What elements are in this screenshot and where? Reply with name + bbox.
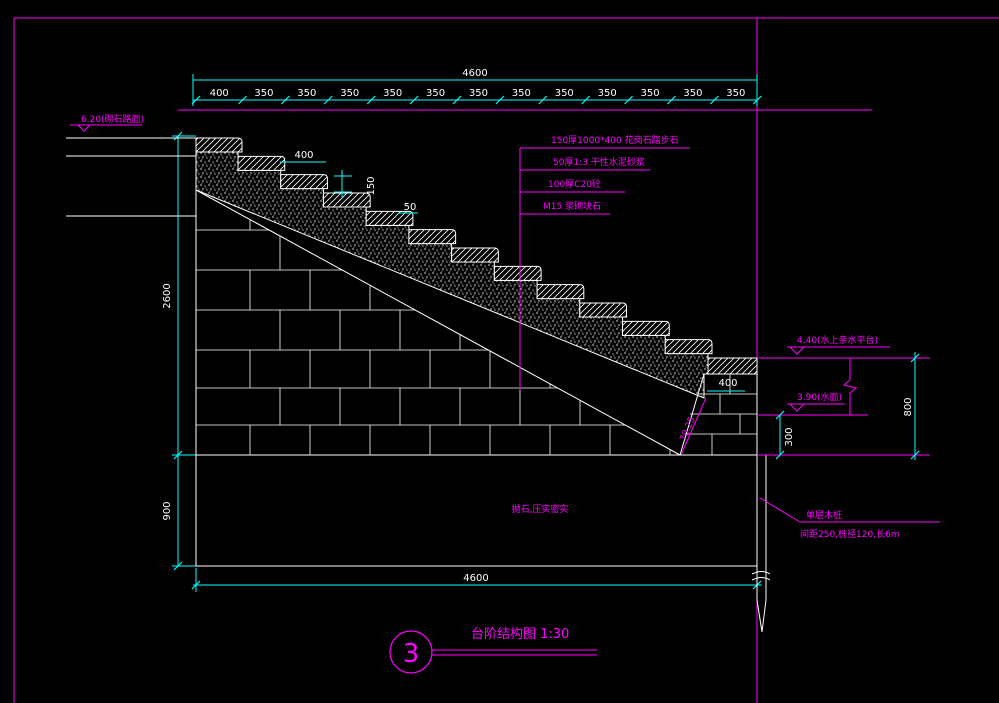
step-stone (579, 302, 628, 318)
landing-width-label: 400 (718, 378, 737, 389)
pile-note-line2: 间距250,桩径120,长6m (800, 528, 900, 540)
slope-angle-label: 70.25 (679, 415, 698, 443)
riser-height-label: 150 (366, 176, 377, 195)
bottom-dimension: 4600 (191, 568, 762, 592)
top-pavement-lines (66, 137, 196, 217)
landing: 400 70.25 (679, 357, 758, 456)
step-stone (237, 155, 286, 171)
dimension-tick (323, 95, 333, 105)
dimension-tick (667, 95, 676, 105)
step-stone (322, 192, 371, 208)
step-stones (195, 137, 713, 355)
top-dimension-chain: 4600 400 350 350 350 350 350 350 350 350 350 350 35… (191, 68, 762, 106)
concrete-layer (195, 151, 709, 399)
layer-label-4: M15 浆砌块石 (543, 200, 601, 212)
top-segment-label: 350 (383, 88, 402, 99)
top-segment-label: 350 (426, 88, 445, 99)
title-number-circle (389, 630, 433, 674)
step-stone (622, 320, 670, 336)
top-total-label: 4600 (462, 68, 487, 79)
bottom-total-label: 4600 (463, 573, 488, 584)
top-segment-label: 350 (641, 88, 660, 99)
dimension-tick (280, 95, 290, 105)
tread-width-label: 400 (294, 150, 313, 161)
right-levels: 4.40(水上亲水平台) 3.90(水面) 800 300 (757, 334, 930, 460)
step-stone (536, 284, 585, 300)
step-stone (408, 229, 457, 245)
dimension-tick (752, 95, 762, 105)
dimension-tick (366, 95, 376, 105)
top-segment-label: 350 (512, 88, 531, 99)
dimension-tick (709, 95, 719, 105)
dimension-tick (495, 95, 505, 105)
dimension-tick (409, 95, 419, 105)
layer-callouts: 150厚1000*400 花岗石踏步石 50厚1:3 干性水泥砂浆 100厚C2… (519, 134, 690, 390)
left-height-label: 2600 (162, 283, 173, 308)
pile-note-line1: 单层木桩 (806, 509, 842, 521)
dimension-tick (624, 95, 634, 105)
step-stone (451, 247, 499, 263)
step-stone (664, 339, 713, 355)
level-top-label: 6.20(砌石路面) (81, 113, 144, 125)
top-segment-label: 350 (598, 88, 617, 99)
top-segment-label: 350 (254, 88, 273, 99)
layer-label-3: 100厚C20砼 (548, 178, 601, 190)
dimension-tick (238, 95, 247, 105)
title-number: 3 (403, 639, 420, 669)
layer-label-2: 50厚1:3 干性水泥砂浆 (553, 156, 645, 168)
top-segment-label: 350 (340, 88, 359, 99)
title-text: 台阶结构图 1:30 (471, 627, 569, 642)
masonry-body (195, 189, 681, 456)
dimension-tick (191, 95, 201, 105)
top-segment-label: 350 (555, 88, 574, 99)
right-height-label: 800 (903, 397, 914, 416)
step-detail-dims: 400 150 50 (280, 150, 418, 214)
level-marker-top: 6.20(砌石路面) (70, 113, 144, 132)
top-segment-label: 350 (469, 88, 488, 99)
top-segment-label: 350 (683, 88, 702, 99)
left-base-label: 900 (162, 501, 173, 520)
timber-pile: 单层木桩 间距250,桩径120,长6m (751, 454, 940, 633)
step-stone (280, 174, 328, 190)
dimension-tick (581, 95, 591, 105)
top-segment-label: 400 (210, 88, 229, 99)
level-landing-label: 4.40(水上亲水平台) (797, 334, 878, 346)
top-segment-label: 350 (726, 88, 745, 99)
fill-label: 抛石,压实密实 (512, 503, 569, 515)
step-stone (195, 137, 243, 153)
dimension-tick (452, 95, 462, 105)
right-small-label: 300 (784, 427, 795, 446)
layer-label-1: 150厚1000*400 花岗石踏步石 (551, 134, 679, 146)
level-water-label: 3.90(水面) (797, 391, 842, 403)
nosing-label: 50 (404, 202, 417, 213)
dimension-tick (538, 95, 548, 105)
riprap-fill: 抛石,压实密实 (195, 454, 758, 567)
top-segment-label: 350 (297, 88, 316, 99)
drawing-title: 3 台阶结构图 1:30 (389, 627, 597, 674)
step-stone (493, 265, 542, 281)
left-dimension: 2600 900 (162, 131, 196, 571)
